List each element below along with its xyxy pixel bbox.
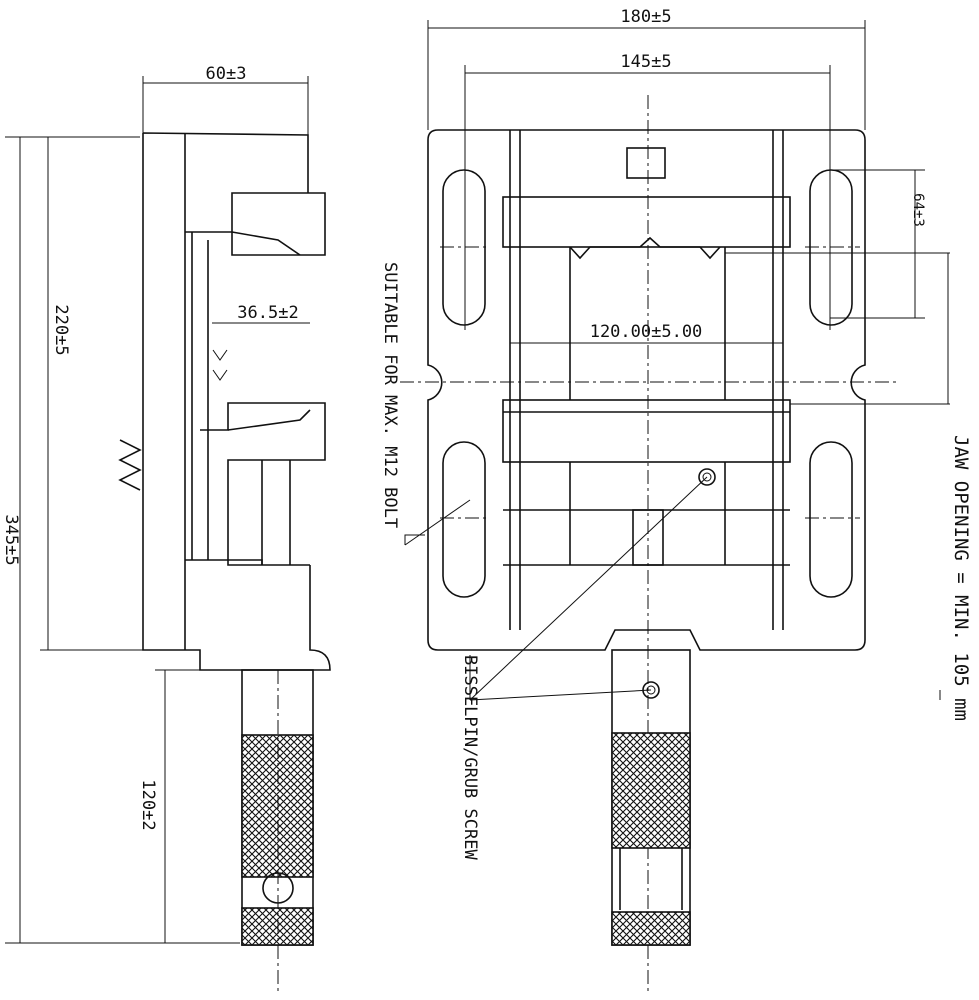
dim-jaw-height: 36.5±2 bbox=[237, 303, 298, 323]
dim-overall-length: 345±5 bbox=[1, 514, 21, 565]
note-jaw-opening: JAW OPENING = MIN. 105 mm bbox=[950, 435, 972, 721]
dim-body-length: 220±5 bbox=[51, 304, 71, 355]
dim-slot-length: 64±3 bbox=[910, 193, 926, 227]
note-screw: BISSELPIN/GRUB SCREW bbox=[460, 655, 480, 860]
top-view: 180±5 145±5 120.00±5.00 64±3 SUITABLE FO… bbox=[380, 7, 972, 995]
note-bolt: SUITABLE FOR MAX. M12 BOLT bbox=[380, 262, 400, 528]
dim-slot-spacing: 145±5 bbox=[620, 52, 671, 72]
dim-overall-width: 180±5 bbox=[620, 7, 671, 27]
dim-jaw-width: 120.00±5.00 bbox=[590, 322, 703, 342]
side-view: 345±5 220±5 60±3 36.5±2 120±2 bbox=[1, 64, 331, 995]
dim-side-depth: 60±3 bbox=[206, 64, 247, 84]
dim-handle-length: 120±2 bbox=[138, 779, 158, 830]
